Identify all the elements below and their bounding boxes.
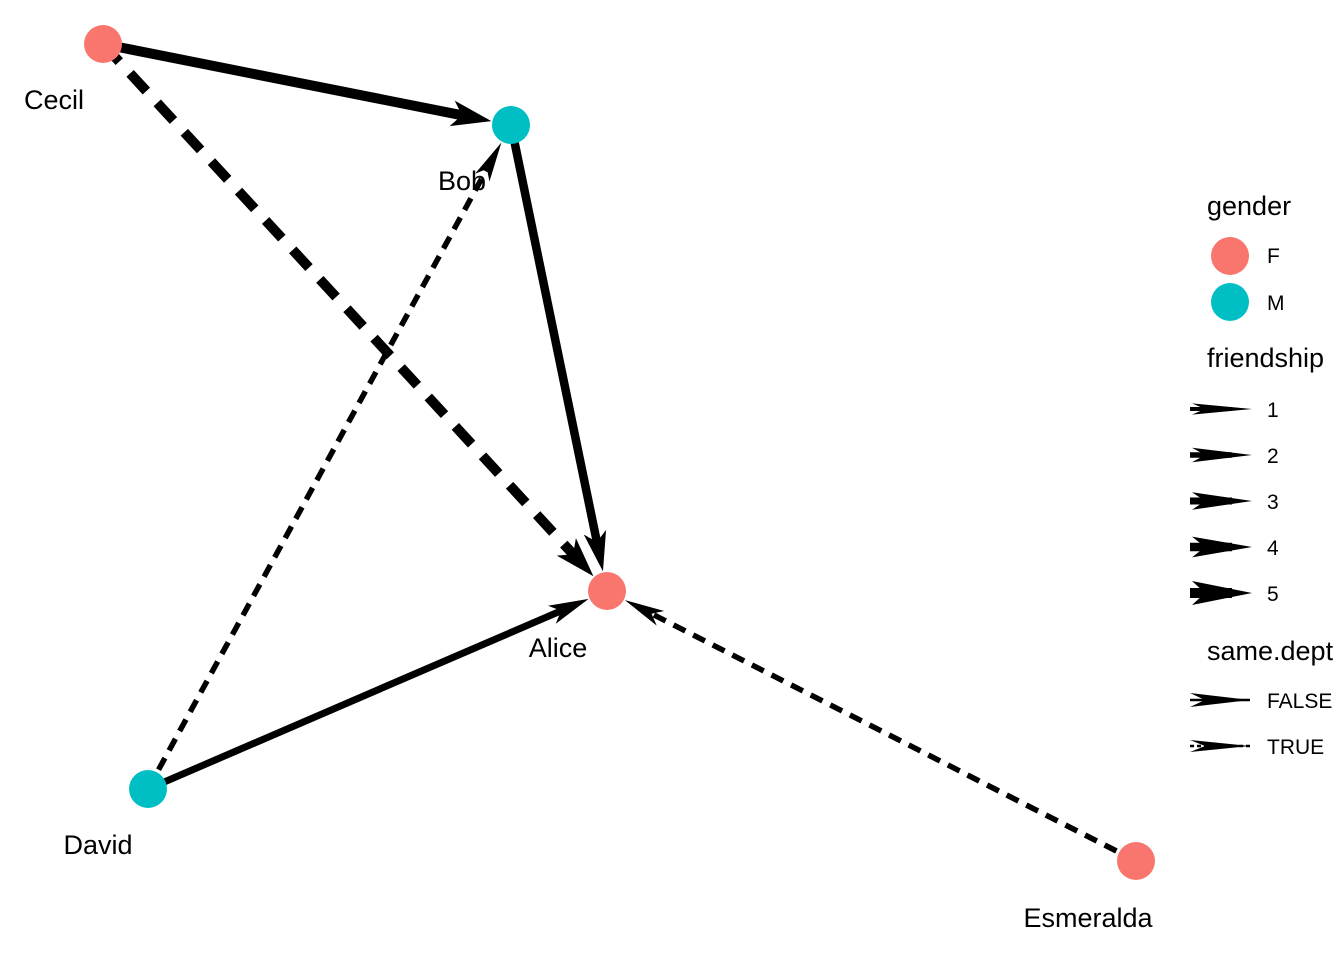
edge-arrowhead [556, 538, 594, 577]
node-cecil [84, 25, 122, 63]
legend-friendship-4-key [1190, 536, 1252, 558]
legend-friendship-2-label: 2 [1267, 445, 1279, 468]
edges-layer [99, 39, 1138, 864]
legend-friendship-3-key [1190, 492, 1252, 510]
node-bob [492, 106, 530, 144]
node-esmeralda [1117, 842, 1155, 880]
node-label-alice: Alice [529, 633, 588, 663]
legend-friendship-5-key [1190, 581, 1252, 605]
legend-friendship-4-label: 4 [1267, 537, 1279, 560]
legend-same-dept-true-label: TRUE [1267, 736, 1324, 759]
legend-gender-m-swatch [1211, 283, 1249, 321]
edge-arrowhead [624, 600, 665, 626]
legend-friendship-1-label: 1 [1267, 399, 1279, 422]
edge-arrowhead [583, 529, 607, 572]
node-label-cecil: Cecil [24, 85, 84, 115]
edge-cecil-alice [99, 40, 594, 577]
legend-gender-f-swatch [1211, 237, 1249, 275]
legend-gender-m-label: M [1267, 292, 1285, 315]
legend-friendship-3-label: 3 [1267, 491, 1279, 514]
legend: gender F M friendship 1 2 3 4 5 same.dep… [1190, 191, 1334, 759]
node-david [129, 770, 167, 808]
legend-same-dept-true-key [1190, 740, 1250, 752]
legend-friendship-keys [1190, 403, 1252, 605]
legend-same-dept-false-label: FALSE [1267, 690, 1332, 713]
legend-same-dept-title: same.dept [1207, 636, 1334, 666]
edge-david-bob [145, 142, 502, 791]
node-label-esmeralda: Esmeralda [1023, 903, 1153, 933]
legend-friendship-2-key [1190, 447, 1252, 463]
legend-friendship-1-key [1190, 403, 1252, 415]
node-label-bob: Bob [438, 166, 486, 196]
node-alice [588, 572, 626, 610]
edge-bob-alice [506, 124, 607, 572]
node-label-david: David [63, 830, 132, 860]
edge-arrowhead [449, 100, 492, 127]
legend-same-dept-false-key [1190, 693, 1250, 707]
legend-friendship-title: friendship [1207, 343, 1324, 373]
edge-esmeralda-alice [624, 600, 1138, 864]
edge-arrowhead [475, 142, 502, 182]
legend-gender-f-label: F [1267, 245, 1280, 268]
edge-david-alice [146, 598, 589, 793]
legend-friendship-5-label: 5 [1267, 583, 1279, 606]
nodes-layer [84, 25, 1155, 880]
edge-cecil-bob [102, 39, 492, 127]
edge-arrowhead [548, 598, 589, 624]
legend-gender-title: gender [1207, 191, 1291, 221]
